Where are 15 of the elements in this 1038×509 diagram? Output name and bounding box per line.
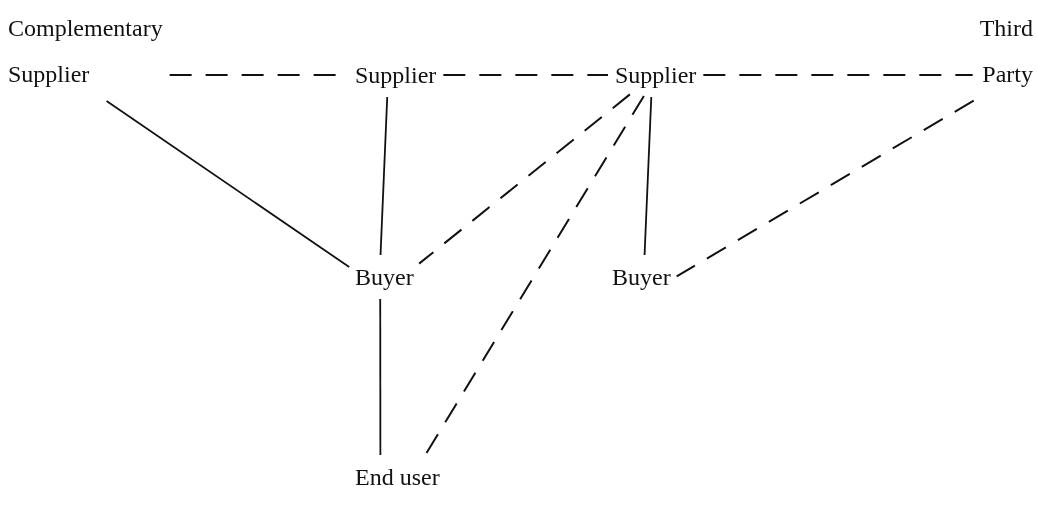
connector-line	[379, 96, 389, 256]
connector-line	[643, 96, 653, 256]
connector-line	[105, 100, 351, 268]
node-label: End user	[355, 462, 440, 492]
node-label: Complementary Supplier	[8, 5, 163, 97]
connector-line	[442, 74, 609, 76]
connector-line	[702, 73, 974, 76]
node-label: Buyer	[355, 262, 414, 292]
node-label: Buyer	[612, 262, 671, 292]
connector-line	[675, 99, 975, 278]
node-label: Third Party	[979, 5, 1033, 97]
connector-line	[418, 93, 631, 265]
node-label: Supplier	[615, 60, 697, 90]
node-label: Supplier	[355, 60, 437, 90]
connector-line	[379, 298, 382, 456]
